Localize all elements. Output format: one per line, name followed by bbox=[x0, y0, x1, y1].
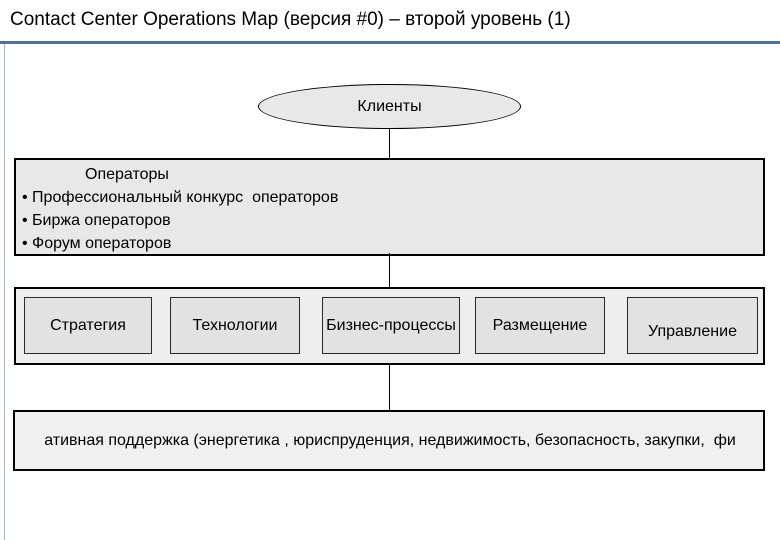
operators-box-title: Операторы bbox=[85, 166, 169, 183]
operators-bullet-contest: • Профессиональный конкурс операторов bbox=[22, 189, 339, 206]
page-title: Contact Center Operations Map (версия #0… bbox=[10, 9, 571, 30]
level-box-business-processes-label: Бизнес-процессы bbox=[326, 316, 456, 334]
clients-ellipse: Клиенты bbox=[258, 84, 521, 129]
operators-bullet-exchange: • Биржа операторов bbox=[22, 212, 171, 229]
slide-left-edge-line bbox=[4, 44, 5, 540]
connector-operators-to-levels bbox=[389, 253, 390, 287]
connector-clients-to-operators bbox=[389, 128, 390, 158]
clients-ellipse-label: Клиенты bbox=[357, 97, 422, 115]
level-box-management-label: Управление bbox=[648, 322, 737, 340]
level-box-business-processes: Бизнес-процессы bbox=[322, 297, 460, 354]
level-row-container: Стратегия Технологии Бизнес-процессы Раз… bbox=[14, 287, 765, 365]
level-box-strategy-label: Стратегия bbox=[50, 316, 126, 334]
title-underline-rule bbox=[0, 41, 780, 44]
operators-bullet-forum: • Форум операторов bbox=[22, 235, 172, 252]
operators-box: Операторы • Профессиональный конкурс опе… bbox=[14, 158, 765, 256]
level-box-management: Управление bbox=[627, 297, 758, 354]
support-box-label: ативная поддержка (энергетика , юриспруд… bbox=[44, 432, 736, 449]
level-box-technology: Технологии bbox=[170, 297, 300, 354]
support-box bbox=[13, 410, 765, 471]
level-box-technology-label: Технологии bbox=[192, 316, 278, 334]
level-box-placement-label: Размещение bbox=[492, 316, 588, 334]
level-box-strategy: Стратегия bbox=[24, 297, 152, 354]
level-box-placement: Размещение bbox=[475, 297, 605, 354]
connector-levels-to-support bbox=[389, 365, 390, 410]
